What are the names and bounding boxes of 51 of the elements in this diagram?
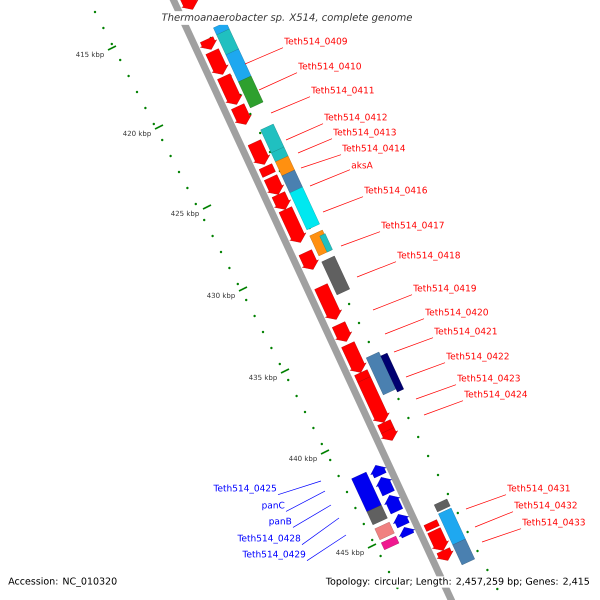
gene-label: Teth514_0423 xyxy=(457,374,520,384)
leader-line xyxy=(394,337,434,352)
leader-line xyxy=(286,123,324,140)
leader-line xyxy=(466,494,506,510)
leader-line xyxy=(300,154,342,168)
leader-line xyxy=(406,362,446,378)
gene-label: Teth514_0433 xyxy=(522,518,585,528)
gene-label: panB xyxy=(270,518,292,526)
leader-line xyxy=(356,261,396,278)
gene-label: Teth514_0424 xyxy=(464,390,528,400)
gene-label: Teth514_0417 xyxy=(381,222,444,230)
leader-line xyxy=(474,511,514,528)
gene-label: Teth514_0409 xyxy=(284,38,347,46)
leader-line xyxy=(258,72,298,90)
gene-label: Teth514_0422 xyxy=(446,352,509,362)
gene-label: Teth514_0428 xyxy=(237,534,300,544)
gene-label: Teth514_0418 xyxy=(397,252,460,260)
gene-label: Teth514_0425 xyxy=(213,484,276,494)
leader-line xyxy=(270,96,310,114)
gene-label: Teth514_0421 xyxy=(434,328,497,336)
leader-line xyxy=(292,504,332,528)
gene-label: Teth514_0431 xyxy=(507,484,570,494)
leader-line xyxy=(278,480,322,496)
footer-text: Accession: NC_010320 xyxy=(7,576,118,588)
leader-line xyxy=(424,400,464,416)
leader-line xyxy=(372,294,412,310)
leader-line xyxy=(340,231,380,246)
gene-label: panC xyxy=(262,502,284,510)
leader-line xyxy=(482,528,522,542)
leader-line xyxy=(384,318,424,334)
gene-label: Teth514_0432 xyxy=(514,502,577,510)
gene-label: Teth514_0416 xyxy=(364,186,427,196)
gene-label: Teth514_0412 xyxy=(324,114,387,122)
gene-label: Teth514_0413 xyxy=(333,128,396,138)
leader-line xyxy=(306,534,346,562)
leader-line xyxy=(310,169,350,186)
leader-line xyxy=(298,138,332,154)
gene-label: Teth514_0410 xyxy=(298,62,361,72)
gene-label: aksA xyxy=(352,162,373,168)
leader-line xyxy=(286,490,326,512)
footer-text: Topology: circular; Length: 2,457,259 bp; Genes: 2,415 xyxy=(324,576,591,588)
gene-label: Teth514_0411 xyxy=(311,86,374,96)
gene-label: Teth514_0414 xyxy=(342,144,406,154)
title: Thermoanaerobacter sp. X514, complete genome xyxy=(160,11,414,25)
gene-label: Teth514_0419 xyxy=(413,284,476,294)
leader-line xyxy=(416,384,456,400)
gene-label: Teth514_0420 xyxy=(425,308,488,318)
leader-line xyxy=(302,518,340,546)
leader-line xyxy=(322,196,364,212)
leader-line xyxy=(244,47,284,64)
gene-label: Teth514_0429 xyxy=(242,550,306,560)
